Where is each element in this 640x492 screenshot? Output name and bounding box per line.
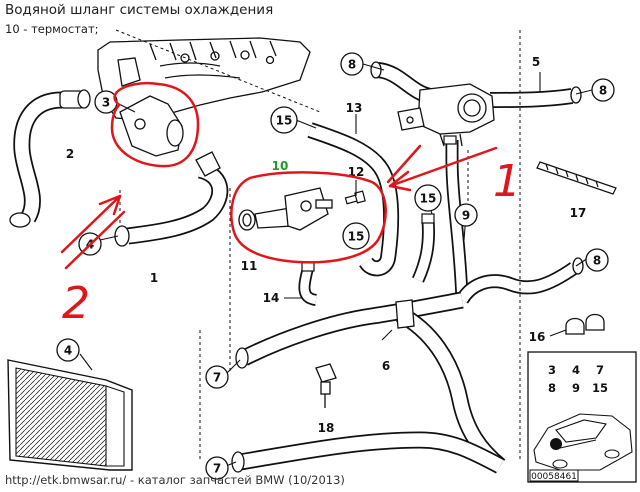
- ref-r1c2: 4: [572, 363, 580, 377]
- location-marker: [550, 438, 562, 450]
- reference-box: 3 4 7 8 9 15 00058461: [527, 351, 637, 483]
- svg-text:8: 8: [593, 254, 601, 268]
- annotation-circle-thermostat: [230, 171, 387, 264]
- part-label-17: 17: [570, 206, 587, 220]
- strap-17: [536, 161, 617, 195]
- part-label-2: 2: [66, 147, 74, 161]
- annotation-label-2: 2: [62, 278, 90, 329]
- svg-text:3: 3: [102, 96, 110, 110]
- svg-text:8: 8: [599, 84, 607, 98]
- ref-r2c3: 15: [592, 381, 608, 395]
- callout-8-lower: 8: [585, 248, 609, 272]
- callout-15-a: 15: [270, 106, 298, 134]
- radiator: [7, 359, 133, 471]
- svg-text:15: 15: [420, 192, 437, 206]
- annotation-label-1: 1: [493, 156, 521, 207]
- svg-text:7: 7: [213, 462, 221, 476]
- part-label-5: 5: [532, 55, 540, 69]
- small-hoses: [298, 213, 435, 306]
- catalog-number: 00058461: [531, 472, 577, 482]
- thermostat-housing: [119, 95, 184, 157]
- part-label-18: 18: [318, 421, 335, 435]
- part-label-6: 6: [382, 359, 390, 373]
- hose-13: [307, 122, 400, 277]
- car-silhouette: [533, 413, 633, 471]
- ref-r1c3: 7: [596, 363, 604, 377]
- annotation-arrow-1: [386, 144, 498, 192]
- thermostat-10: [238, 187, 333, 231]
- hose-2: [9, 89, 91, 228]
- sensor-18: [315, 363, 337, 408]
- part-label-1: 1: [150, 271, 158, 285]
- part-label-13: 13: [346, 101, 363, 115]
- svg-text:15: 15: [276, 114, 293, 128]
- diagram-title: Водяной шланг системы охлаждения: [5, 2, 274, 18]
- ref-r2c1: 8: [548, 381, 556, 395]
- callout-8-right: 8: [591, 78, 615, 102]
- callout-8-top: 8: [340, 52, 364, 76]
- svg-text:4: 4: [64, 344, 72, 358]
- svg-text:8: 8: [348, 58, 356, 72]
- svg-text:7: 7: [213, 371, 221, 385]
- callout-7-top: 7: [205, 365, 229, 389]
- title-bar: Водяной шланг системы охлаждения 10 - те…: [0, 0, 640, 40]
- part-label-11: 11: [241, 259, 258, 273]
- callout-4-bottom: 4: [56, 338, 80, 362]
- part-label-14: 14: [263, 291, 280, 305]
- hose-6: [231, 291, 506, 474]
- svg-text:9: 9: [462, 209, 470, 223]
- footer-source: http://etk.bmwsar.ru/ - каталог запчасте…: [5, 473, 345, 487]
- ref-r2c2: 9: [572, 381, 580, 395]
- hose-right-loop: [455, 257, 584, 304]
- part-label-10: 10: [272, 159, 289, 173]
- hose-1: [114, 151, 229, 247]
- callout-9: 9: [454, 203, 478, 227]
- bolt-12: [344, 190, 366, 205]
- annotation-arrow-2: [60, 194, 126, 270]
- clamp-16: [565, 313, 605, 335]
- annotation-circle-left: [110, 81, 200, 168]
- callout-7-bottom: 7: [205, 456, 229, 480]
- diagram-subtitle: 10 - термостат;: [5, 22, 99, 36]
- ref-r1c1: 3: [548, 363, 556, 377]
- svg-text:15: 15: [348, 230, 365, 244]
- part-label-16: 16: [529, 330, 546, 344]
- callout-3: 3: [94, 90, 118, 114]
- callout-15-b: 15: [414, 184, 442, 212]
- throttle-body: [397, 83, 495, 147]
- callout-15-c: 15: [342, 222, 370, 250]
